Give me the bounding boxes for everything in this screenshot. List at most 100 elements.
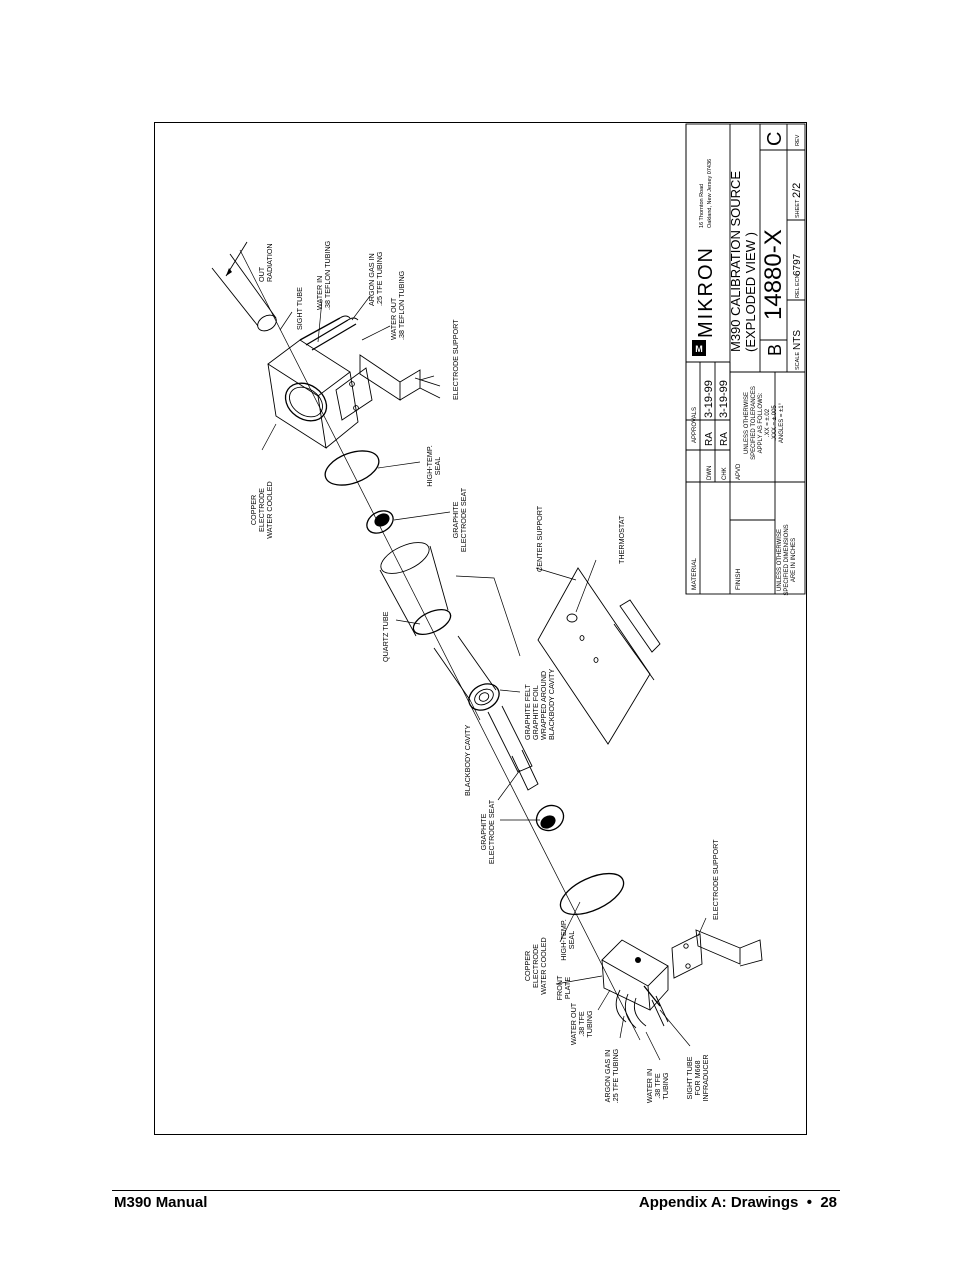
callout-sight-tube-m668: FOR M668 <box>693 1060 702 1095</box>
approval-role: CHK <box>722 467 728 480</box>
company-address-line: Oakland, New Jersey 07436 <box>707 159 713 228</box>
tolerance-line: .XXX = ±.005 <box>772 405 778 441</box>
revision-letter: C <box>764 132 786 146</box>
approval-date: 3-19-99 <box>703 380 715 418</box>
callout-water-in-teflon: .38 TEFLON TUBING <box>323 240 332 310</box>
callout-water-out-tfe: WATER OUT <box>569 1002 578 1045</box>
approval-role: APVD <box>736 463 742 480</box>
callout-high-temp-seal-bottom: HIGH-TEMP. <box>559 919 568 960</box>
callout-argon-gas-in-bottom: ARGON GAS IN <box>603 1050 612 1103</box>
callout-graphite-felt: BLACKBODY CAVITY <box>547 669 556 740</box>
callout-graphite-felt: WRAPPED AROUND <box>539 671 548 740</box>
high-temp-seal-top <box>324 450 380 486</box>
footer-section-title: Appendix A: Drawings <box>638 1194 799 1211</box>
rel-ecn-label: REL ECN <box>795 274 801 298</box>
footer-rule <box>112 1190 840 1191</box>
callout-quartz-tube: QUARTZ TUBE <box>381 611 390 662</box>
approval-role: DWN <box>707 466 713 480</box>
callout-water-in-teflon: WATER IN <box>315 276 324 310</box>
callout-argon-gas-in: ARGON GAS IN <box>367 253 376 306</box>
callout-water-in-tfe: WATER IN <box>645 1069 654 1103</box>
callout-high-temp-seal-bottom: SEAL <box>567 931 576 949</box>
callout-copper-electrode-bottom: COPPER <box>523 951 532 981</box>
approval-initials: RA <box>704 432 715 446</box>
footer-manual-title: M390 Manual <box>114 1194 208 1211</box>
footer-bullet: • <box>806 1194 812 1211</box>
footer-section: Appendix A: Drawings • 28 <box>639 1194 837 1211</box>
callout-sight-tube-m668: INFRADUCER <box>701 1054 710 1101</box>
quartz-tube <box>379 542 452 637</box>
callout-graphite-seat-bottom: GRAPHITE <box>479 813 488 850</box>
callout-out-radiation: OUT <box>257 266 266 282</box>
tolerance-line: UNLESS OTHERWISE <box>744 392 750 454</box>
sight-tube-bottom <box>651 995 669 1027</box>
drawing-title-line: (EXPLODED VIEW ) <box>743 232 758 352</box>
sheet-value: 2/2 <box>791 183 803 198</box>
callout-argon-gas-in: .25 TFE TUBING <box>375 251 384 306</box>
finish-label: FINISH <box>735 568 742 590</box>
callout-water-in-tfe: TUBING <box>661 1072 670 1100</box>
callout-center-support: CENTER SUPPORT <box>535 505 544 572</box>
callout-front-plate: PLATE <box>563 977 572 999</box>
center-axis <box>239 249 641 1041</box>
drawing-title-line: M390 CALIBRATION SOURCE <box>728 171 743 352</box>
callout-thermostat: THERMOSTAT <box>617 515 626 564</box>
dims-note-line: SPECIFIED DIMENSIONS <box>784 524 790 595</box>
callout-high-temp-seal-top: SEAL <box>433 457 442 475</box>
rev-label: REV <box>795 134 801 146</box>
callout-high-temp-seal-top: HIGH-TEMP. <box>425 445 434 486</box>
tolerance-line: .XX = ±.02 <box>765 408 771 437</box>
callout-water-in-tfe: .38 TFE <box>653 1073 662 1099</box>
approvals-label: APPROVALS <box>692 407 698 443</box>
drawing-size: B <box>765 344 785 356</box>
tolerance-line: ANGLES = ±1° <box>779 402 785 443</box>
graphite-seat-top <box>366 510 394 534</box>
drawing-frame <box>154 122 807 1135</box>
electrode-support-bottom <box>671 929 763 979</box>
material-label: MATERIAL <box>691 558 698 590</box>
footer-page-number: 28 <box>820 1194 837 1211</box>
leader-lines <box>261 295 707 1061</box>
scale-value: NTS <box>792 330 803 350</box>
callout-graphite-seat-top: GRAPHITE <box>451 501 460 538</box>
callout-electrode-support-top: ELECTRODE SUPPORT <box>451 319 460 400</box>
drawing-number: 14880-X <box>760 229 787 320</box>
graphite-seat-bottom <box>535 804 565 832</box>
callout-sight-tube: SIGHT TUBE <box>295 287 304 330</box>
callout-water-out-tfe: TUBING <box>585 1010 594 1038</box>
callout-copper-electrode-bottom: ELECTRODE <box>531 944 540 988</box>
tolerance-line: SPECIFIED TOLERANCES <box>751 386 757 460</box>
callout-out-radiation: RADIATION <box>265 243 274 282</box>
callout-water-out-tfe: .38 TFE <box>577 1011 586 1037</box>
callout-copper-electrode-top: ELECTRODE <box>257 488 266 532</box>
callout-water-out-teflon: WATER OUT <box>389 297 398 340</box>
dims-note-line: UNLESS OTHERWISE <box>777 529 783 591</box>
dims-note-line: ARE IN INCHES <box>791 538 797 582</box>
copper-electrode-bottom <box>601 939 669 1029</box>
approval-date: 3-19-99 <box>718 380 730 418</box>
center-support <box>537 567 661 745</box>
svg-text:M: M <box>695 344 703 354</box>
callout-copper-electrode-bottom: WATER COOLED <box>539 937 548 995</box>
callout-copper-electrode-top: COPPER <box>249 495 258 525</box>
callout-argon-gas-in-bottom: .25 TFE TUBING <box>611 1048 620 1103</box>
callout-sight-tube-m668: SIGHT TUBE <box>685 1056 694 1099</box>
tolerance-line: APPLY AS FOLLOWS: <box>758 392 764 453</box>
title-block: MATERIAL FINISH UNLESS OTHERWISE SPECIFI… <box>685 123 806 596</box>
blackbody-cavity <box>487 705 539 791</box>
company-address-line: 16 Thornton Road <box>699 184 705 228</box>
callout-blackbody-cavity: BLACKBODY CAVITY <box>463 725 472 796</box>
callout-electrode-support-bottom: ELECTRODE SUPPORT <box>711 839 720 920</box>
sight-tube-top <box>211 241 277 332</box>
callout-graphite-felt: GRAPHITE FELT <box>523 684 532 740</box>
callout-graphite-felt: GRAPHITE FOIL <box>531 685 540 740</box>
scale-label: SCALE <box>795 352 801 370</box>
callout-copper-electrode-top: WATER COOLED <box>265 481 274 539</box>
electrode-support-top <box>335 354 441 421</box>
callout-graphite-seat-top: ELECTRODE SEAT <box>459 487 468 552</box>
rel-ecn-value: 6797 <box>792 253 803 276</box>
approval-initials: RA <box>719 432 730 446</box>
copper-electrode-top <box>267 315 359 449</box>
callout-water-out-teflon: .38 TEFLON TUBING <box>397 270 406 340</box>
